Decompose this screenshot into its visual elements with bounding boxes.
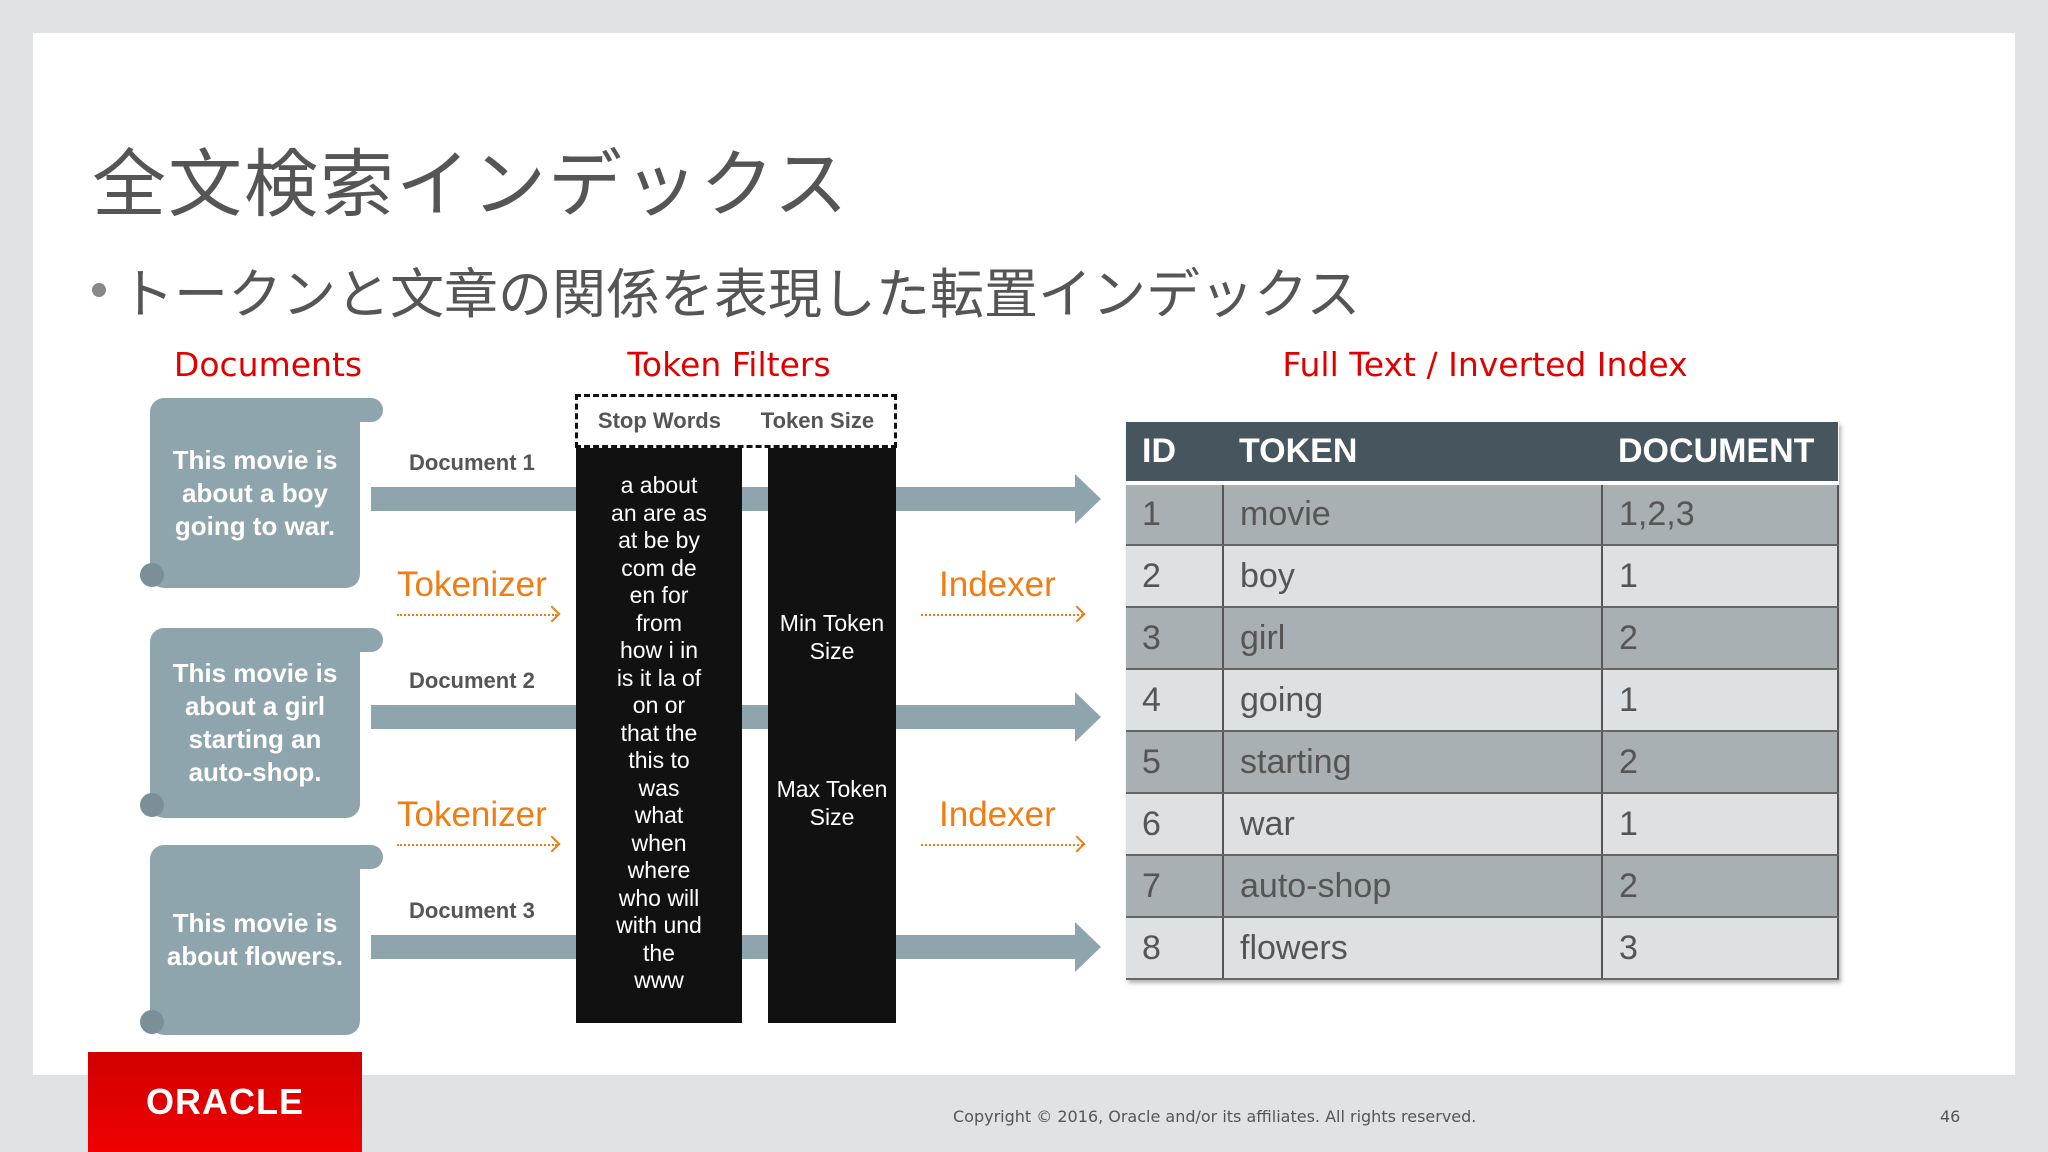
cell: 5 <box>1126 731 1224 794</box>
stop-word-line: at be by <box>618 527 700 553</box>
indexer-label: Indexer <box>939 795 1056 834</box>
token-size-label: Token Size <box>760 408 875 433</box>
stop-word-line: when <box>631 829 687 856</box>
document-scroll: This movie is about a boy going to war. <box>150 398 360 588</box>
scroll-curl <box>313 845 383 869</box>
tokenizer-label: Tokenizer <box>397 565 547 604</box>
header-document: DOCUMENT <box>1602 422 1838 485</box>
stop-word-line: from <box>636 609 682 636</box>
stop-word-line: how i in <box>620 637 698 663</box>
stop-word-line: www <box>634 967 684 993</box>
arrow-head <box>1075 474 1101 524</box>
cell: 1 <box>1126 483 1224 546</box>
tokenizer-arrow <box>397 614 557 616</box>
scroll-curl <box>140 1010 164 1034</box>
stop-word-line: was <box>638 774 680 801</box>
stop-word-line: en for <box>629 582 689 608</box>
filter-header-box: Stop Words Token Size <box>575 394 897 448</box>
cell: 1 <box>1602 545 1839 608</box>
cell: 1 <box>1602 669 1839 732</box>
indexer-label: Indexer <box>939 565 1056 604</box>
oracle-logo: ORACLE <box>88 1052 362 1152</box>
cell: 3 <box>1126 607 1224 670</box>
document-label: Document 1 <box>409 450 535 475</box>
stop-word-line: com de <box>621 554 697 581</box>
document-scroll: This movie is about flowers. <box>150 845 360 1035</box>
cell: 3 <box>1602 917 1839 980</box>
cell: boy <box>1223 545 1603 608</box>
documents-heading: Documents <box>173 345 363 384</box>
cell: 1,2,3 <box>1602 483 1839 546</box>
cell: 8 <box>1126 917 1224 980</box>
cell: movie <box>1223 483 1603 546</box>
page-number: 46 <box>1940 1107 1961 1126</box>
stop-word-line: an are as <box>611 499 707 526</box>
stop-word-line: this to <box>628 747 690 773</box>
scroll-curl <box>313 398 383 422</box>
cell: 7 <box>1126 855 1224 918</box>
bullet-text: トークンと文章の関係を表現した転置インデックス <box>120 263 1361 326</box>
stop-word-line: is it la of <box>616 664 702 691</box>
cell: 2 <box>1602 731 1839 794</box>
cell: 2 <box>1126 545 1224 608</box>
stop-word-line: with und <box>616 912 702 938</box>
slide-title: 全文検索インデックス <box>92 142 850 228</box>
cell: 4 <box>1126 669 1224 732</box>
cell: 6 <box>1126 793 1224 856</box>
document-label: Document 3 <box>409 898 535 923</box>
document-scroll: This movie is about a girl starting an a… <box>150 628 360 818</box>
stop-word-line: the <box>643 939 675 966</box>
cell: 2 <box>1602 607 1839 670</box>
indexer-arrow <box>921 614 1083 616</box>
arrow-head <box>1075 692 1101 742</box>
cell: going <box>1223 669 1603 732</box>
token-filters-heading: Token Filters <box>627 345 831 384</box>
stop-word-line: what <box>634 802 684 828</box>
stop-word-line: that the <box>620 719 698 746</box>
bullet-dot <box>92 282 106 297</box>
arrow-head <box>1075 922 1101 972</box>
stop-word-line: where <box>627 857 691 883</box>
indexer-arrow <box>921 844 1083 846</box>
header-id: ID <box>1126 422 1223 485</box>
index-heading: Full Text / Inverted Index <box>1282 345 1688 384</box>
tokenizer-label: Tokenizer <box>397 795 547 834</box>
cell: flowers <box>1223 917 1603 980</box>
scroll-curl <box>140 793 164 817</box>
bullet-point: トークンと文章の関係を表現した転置インデックス <box>92 250 1360 329</box>
stop-words-label: Stop Words <box>597 408 721 433</box>
stop-word-line: who will <box>618 884 700 911</box>
max-token-size: Max Token Size <box>776 776 888 830</box>
cell: war <box>1223 793 1603 856</box>
stop-word-line: on or <box>632 692 686 718</box>
scroll-curl <box>313 628 383 652</box>
cell: starting <box>1223 731 1603 794</box>
tokenizer-arrow <box>397 844 557 846</box>
cell: auto-shop <box>1223 855 1603 918</box>
scroll-curl <box>140 563 164 587</box>
document-label: Document 2 <box>409 668 535 693</box>
header-token: TOKEN <box>1223 422 1602 485</box>
copyright: Copyright © 2016, Oracle and/or its affi… <box>953 1107 1477 1126</box>
stop-word-line: a about <box>620 472 698 498</box>
cell: 1 <box>1602 793 1839 856</box>
cell: 2 <box>1602 855 1839 918</box>
cell: girl <box>1223 607 1603 670</box>
token-size-column: Min Token Size Max Token Size <box>768 448 896 1023</box>
min-token-size: Min Token Size <box>779 610 885 664</box>
